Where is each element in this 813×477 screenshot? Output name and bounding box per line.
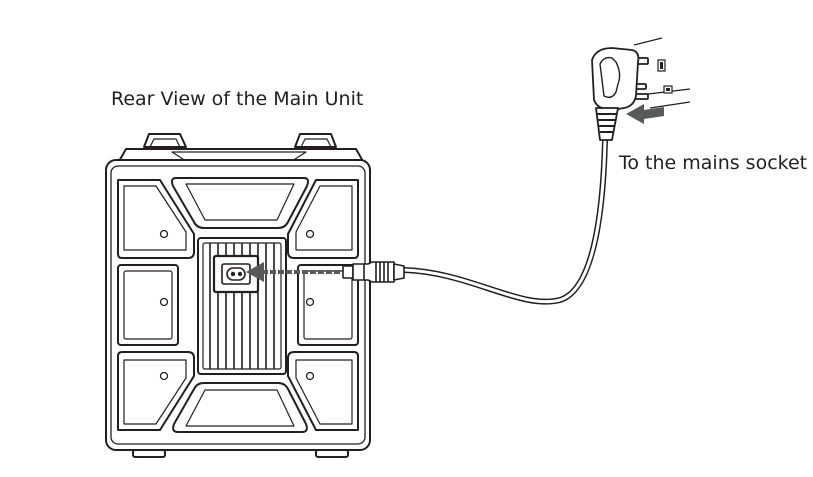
main-unit-rear (105, 133, 371, 458)
mains-socket-caption: To the mains socket (619, 152, 808, 174)
connect-arrow-left (246, 262, 340, 282)
rear-view-caption: Rear View of the Main Unit (111, 88, 364, 110)
power-cord (401, 137, 608, 305)
mains-plug-icon (591, 47, 649, 141)
connect-arrow-right (626, 104, 664, 124)
figure-8-connector-icon (342, 261, 405, 283)
